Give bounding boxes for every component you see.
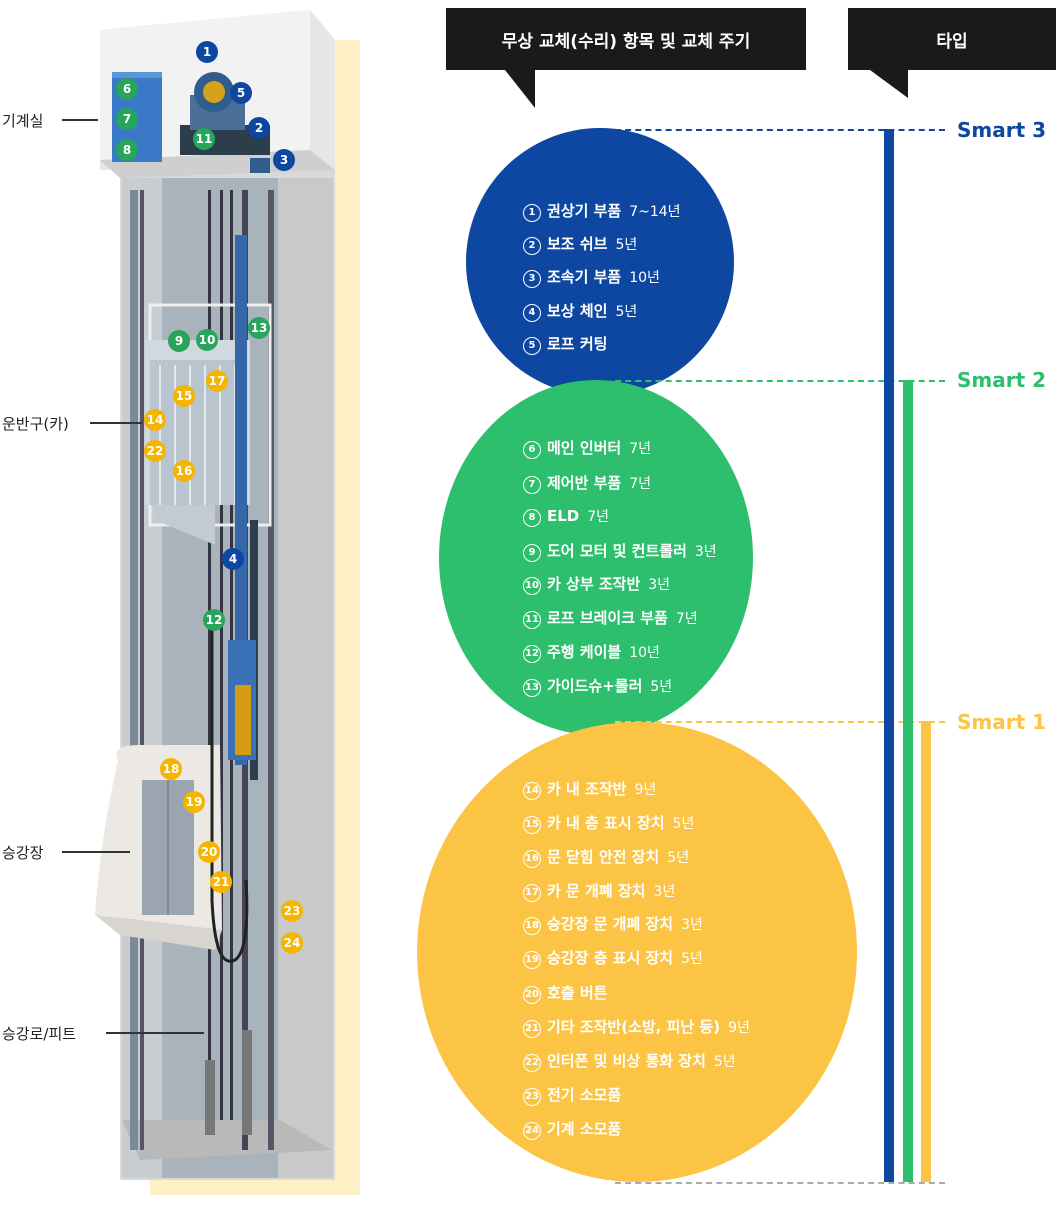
header-items-tail xyxy=(505,70,535,108)
badge-9: 9 xyxy=(168,330,190,352)
label-machine-room: 기계실 xyxy=(2,112,44,130)
header-type: 타입 xyxy=(848,8,1056,70)
badge-13: 13 xyxy=(248,317,270,339)
badge-8: 8 xyxy=(116,139,138,161)
badge-7: 7 xyxy=(116,108,138,130)
hoistway-leader-line xyxy=(106,1032,204,1034)
circle-smart3-items xyxy=(466,128,734,396)
header-items: 무상 교체(수리) 항목 및 교체 주기 xyxy=(446,8,806,70)
badge-2: 2 xyxy=(248,117,270,139)
badge-18: 18 xyxy=(160,758,182,780)
badge-14: 14 xyxy=(144,409,166,431)
header-type-tail xyxy=(870,70,908,98)
elevator-illustration: 기계실 운반구(카) 승강장 승강로/피트 1 2 3 4 5 6 7 8 9 … xyxy=(0,0,420,1207)
smart2-label: Smart 2 xyxy=(957,368,1047,392)
badge-3: 3 xyxy=(273,149,295,171)
badge-20: 20 xyxy=(198,841,220,863)
smart2-dashed-line xyxy=(615,380,945,382)
badge-21: 21 xyxy=(210,871,232,893)
badge-11: 11 xyxy=(193,128,215,150)
bottom-dashed-line xyxy=(615,1182,945,1184)
badge-12: 12 xyxy=(203,609,225,631)
badge-1: 1 xyxy=(196,41,218,63)
smart1-dashed-line xyxy=(615,721,945,723)
smart2-coverage-bar xyxy=(903,380,913,1182)
label-car: 운반구(카) xyxy=(2,415,69,433)
label-landing: 승강장 xyxy=(2,844,44,862)
badge-19: 19 xyxy=(183,791,205,813)
smart1-label: Smart 1 xyxy=(957,710,1047,734)
badge-15: 15 xyxy=(173,385,195,407)
smart3-dashed-line xyxy=(615,129,945,131)
smart1-coverage-bar xyxy=(921,721,931,1182)
badge-22: 22 xyxy=(144,440,166,462)
badge-4: 4 xyxy=(222,548,244,570)
badge-10: 10 xyxy=(196,329,218,351)
badge-5: 5 xyxy=(230,82,252,104)
machine-room-leader-line xyxy=(62,119,98,121)
badge-6: 6 xyxy=(116,78,138,100)
header-items-text: 무상 교체(수리) 항목 및 교체 주기 xyxy=(501,31,751,52)
circle-smart1-items xyxy=(417,722,857,1182)
badge-24: 24 xyxy=(281,932,303,954)
smart3-coverage-bar xyxy=(884,129,894,1182)
badge-16: 16 xyxy=(173,460,195,482)
circle-smart2-items xyxy=(439,380,753,735)
smart3-label: Smart 3 xyxy=(957,118,1047,142)
header-type-text: 타입 xyxy=(936,31,968,52)
badge-17: 17 xyxy=(206,370,228,392)
badge-23: 23 xyxy=(281,900,303,922)
label-hoistway: 승강로/피트 xyxy=(2,1025,77,1043)
landing-leader-line xyxy=(62,851,130,853)
car-leader-line xyxy=(90,422,142,424)
